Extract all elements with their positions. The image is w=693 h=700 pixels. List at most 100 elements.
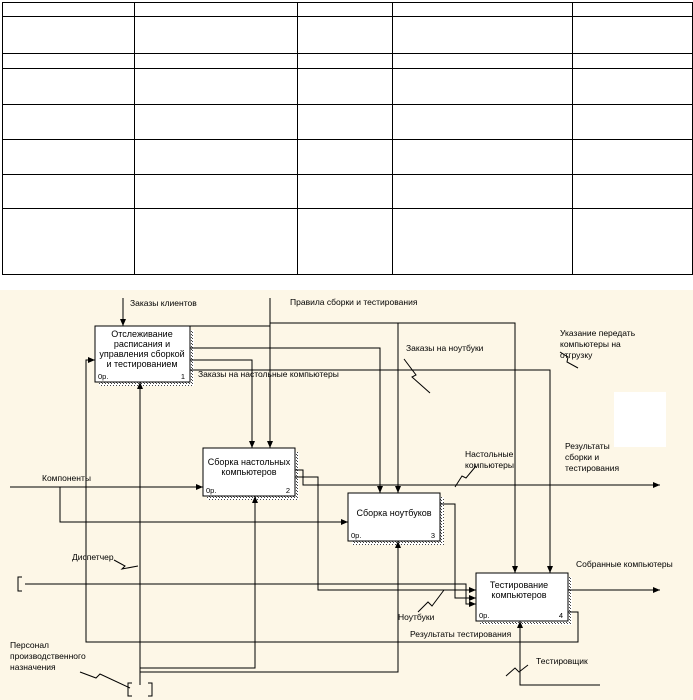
table-cell (2, 139, 135, 175)
tunnel-bottom (127, 682, 132, 697)
box-4-line-1: Тестирование (490, 580, 548, 590)
table-cell (297, 53, 393, 69)
tunnel-left (17, 576, 22, 592)
box-2-number: 2 (286, 486, 290, 495)
label-desktop-orders: Заказы на настольные компьютеры (198, 369, 339, 379)
table-cell (392, 53, 573, 69)
table-cell (572, 16, 693, 54)
table-cell (392, 139, 573, 175)
table-cell (572, 104, 693, 140)
box-1-line-1: Отслеживание (111, 329, 172, 339)
activity-box-2[interactable]: Сборка настольных компьютеров 0р. 2 (202, 447, 299, 500)
box-2-line-2: компьютеров (221, 467, 276, 477)
box-2-line-1: Сборка настольных (208, 457, 291, 467)
table-cell (2, 208, 135, 275)
label-personnel-line-3: назначения (10, 662, 56, 672)
label-results-line-3: тестирования (565, 463, 619, 473)
squiggle-dispatcher (113, 559, 139, 570)
arrow-desktop-orders (190, 359, 255, 448)
activity-box-3[interactable]: Сборка ноутбуков 0р. 3 (347, 492, 444, 545)
arrow-desktops (295, 476, 476, 593)
arrow-ship-instruction (190, 369, 553, 573)
box-1-line-3: управления сборкой (99, 349, 184, 359)
table-cell (2, 104, 135, 140)
table-cell (134, 2, 298, 17)
label-rules: Правила сборки и тестирования (290, 297, 418, 307)
table-cell (297, 208, 393, 275)
squiggle-desktops (454, 465, 477, 488)
squiggle-notebook-orders (403, 358, 431, 394)
label-test-results: Результаты тестирования (410, 629, 512, 639)
arrow-tester (517, 621, 600, 686)
table-cell (297, 174, 393, 209)
label-notebooks: Ноутбуки (398, 612, 435, 622)
label-desktops-line-2: компьютеры (465, 460, 514, 470)
squiggle-notebooks (417, 589, 445, 613)
arrow-personnel-box3 (140, 541, 401, 673)
arrow-test-results (85, 357, 579, 643)
box-2-cost: 0р. (206, 486, 216, 495)
table-cell (392, 174, 573, 209)
table-cell (134, 208, 298, 275)
arrow-personnel-box2 (140, 496, 258, 669)
table-cell (134, 68, 298, 105)
box-4-number: 4 (559, 611, 563, 620)
squiggle-personnel (79, 671, 131, 689)
table-cell (297, 104, 393, 140)
table-cell (2, 2, 135, 17)
white-patch (614, 392, 666, 447)
activity-box-4[interactable]: Тестирование компьютеров 0р. 4 (475, 572, 572, 625)
box-3-number: 3 (431, 531, 435, 540)
label-components: Компоненты (42, 473, 91, 483)
table-cell (297, 2, 393, 17)
label-personnel-line-2: производственного (10, 651, 86, 661)
label-notebook-orders: Заказы на ноутбуки (406, 343, 484, 353)
table-cell (2, 68, 135, 105)
table-cell (2, 174, 135, 209)
box-1-number: 1 (181, 372, 185, 381)
data-table (2, 2, 693, 275)
table-cell (572, 53, 693, 69)
box-4-line-2: компьютеров (491, 590, 546, 600)
squiggle-ship (559, 351, 579, 369)
table-cell (297, 68, 393, 105)
label-client-orders: Заказы клиентов (130, 298, 197, 308)
idef0-diagram: Отслеживание расписания и управления сбо… (10, 297, 673, 697)
box-1-line-4: и тестированием (106, 359, 177, 369)
table-cell (572, 68, 693, 105)
label-desktops-line-1: Настольные (465, 449, 514, 459)
box-3-cost: 0р. (351, 531, 361, 540)
table-cell (392, 104, 573, 140)
box-3-line-1: Сборка ноутбуков (356, 508, 431, 518)
label-dispatcher: Диспетчер (72, 552, 114, 562)
table-cell (572, 139, 693, 175)
box-4-cost: 0р. (479, 611, 489, 620)
label-results-line-2: сборки и (565, 452, 599, 462)
box-1-cost: 0р. (98, 372, 108, 381)
label-personnel-line-1: Персонал (10, 640, 49, 650)
table-cell (297, 16, 393, 54)
tunnel-bottom-right (148, 682, 153, 697)
table-cell (392, 208, 573, 275)
table-cell (134, 53, 298, 69)
activity-box-1[interactable]: Отслеживание расписания и управления сбо… (94, 325, 194, 386)
table-cell (2, 53, 135, 69)
box-1-line-2: расписания и (114, 339, 170, 349)
arrow-left-input (25, 583, 476, 607)
table-cell (134, 16, 298, 54)
label-assembled: Собранные компьютеры (576, 559, 673, 569)
table-cell (392, 68, 573, 105)
label-ship-line-1: Указание передать (560, 328, 636, 338)
table-cell (572, 2, 693, 17)
table-cell (134, 139, 298, 175)
idef0-diagram-panel: Отслеживание расписания и управления сбо… (0, 290, 693, 700)
label-ship-line-2: компьютеры на (560, 339, 621, 349)
table-cell (2, 16, 135, 54)
arrow-notebook-orders (190, 347, 383, 493)
table-cell (134, 104, 298, 140)
label-ship-line-3: отгрузку (560, 350, 593, 360)
arrow-rules-branch (270, 322, 518, 573)
label-results-line-1: Результаты (565, 441, 610, 451)
label-tester: Тестировщик (536, 656, 588, 666)
table-cell (134, 174, 298, 209)
